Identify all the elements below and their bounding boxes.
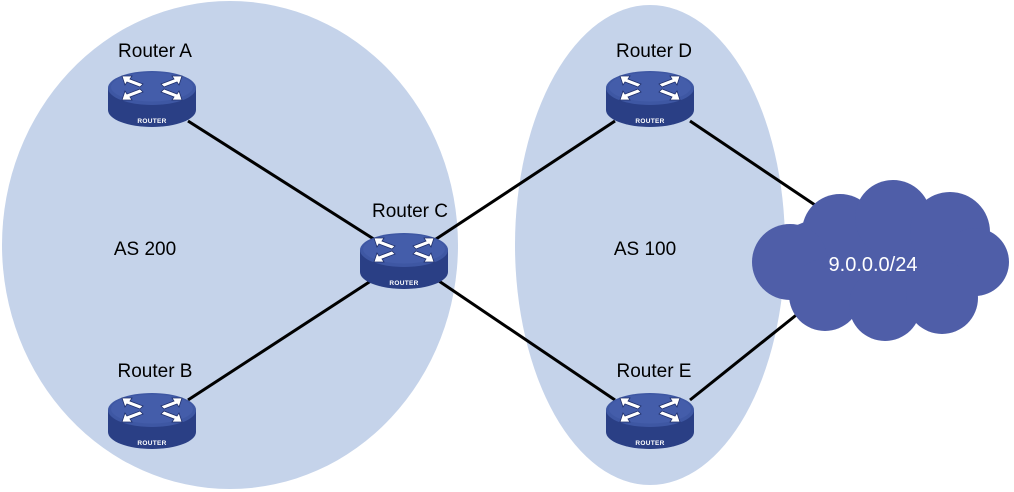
- svg-text:ROUTER: ROUTER: [635, 440, 664, 447]
- router-d: Router D ROUTER: [605, 41, 695, 128]
- link-c-d: [429, 119, 616, 245]
- router-e-label: Router E: [617, 361, 692, 382]
- as100-label: AS 100: [614, 239, 676, 260]
- as100-area: [515, 5, 785, 485]
- link-b-c: [187, 273, 381, 402]
- router-d-label: Router D: [616, 41, 692, 62]
- router-icon: ROUTER: [107, 392, 197, 450]
- svg-text:ROUTER: ROUTER: [137, 118, 166, 125]
- router-b: Router B ROUTER: [107, 361, 197, 450]
- router-icon: ROUTER: [605, 70, 695, 128]
- link-e-network: [689, 310, 801, 402]
- router-c-label: Router C: [372, 201, 448, 222]
- router-a-label: Router A: [118, 41, 192, 62]
- as200-label: AS 200: [114, 239, 176, 260]
- router-c: Router C ROUTER: [359, 201, 449, 290]
- router-icon: ROUTER: [605, 392, 695, 450]
- link-d-network: [689, 119, 816, 207]
- router-icon: ROUTER: [107, 70, 197, 128]
- router-b-label: Router B: [118, 361, 193, 382]
- router-e: Router E ROUTER: [605, 361, 695, 450]
- svg-text:ROUTER: ROUTER: [137, 440, 166, 447]
- router-a: Router A ROUTER: [107, 41, 197, 128]
- as200-area: [2, 1, 458, 489]
- svg-text:ROUTER: ROUTER: [635, 118, 664, 125]
- cloud-icon: [752, 180, 1009, 341]
- links: [187, 119, 816, 402]
- network-label: 9.0.0.0/24: [829, 254, 918, 276]
- link-a-c: [187, 119, 381, 245]
- link-c-e: [429, 273, 616, 402]
- svg-text:ROUTER: ROUTER: [389, 280, 418, 287]
- router-icon: ROUTER: [359, 232, 449, 290]
